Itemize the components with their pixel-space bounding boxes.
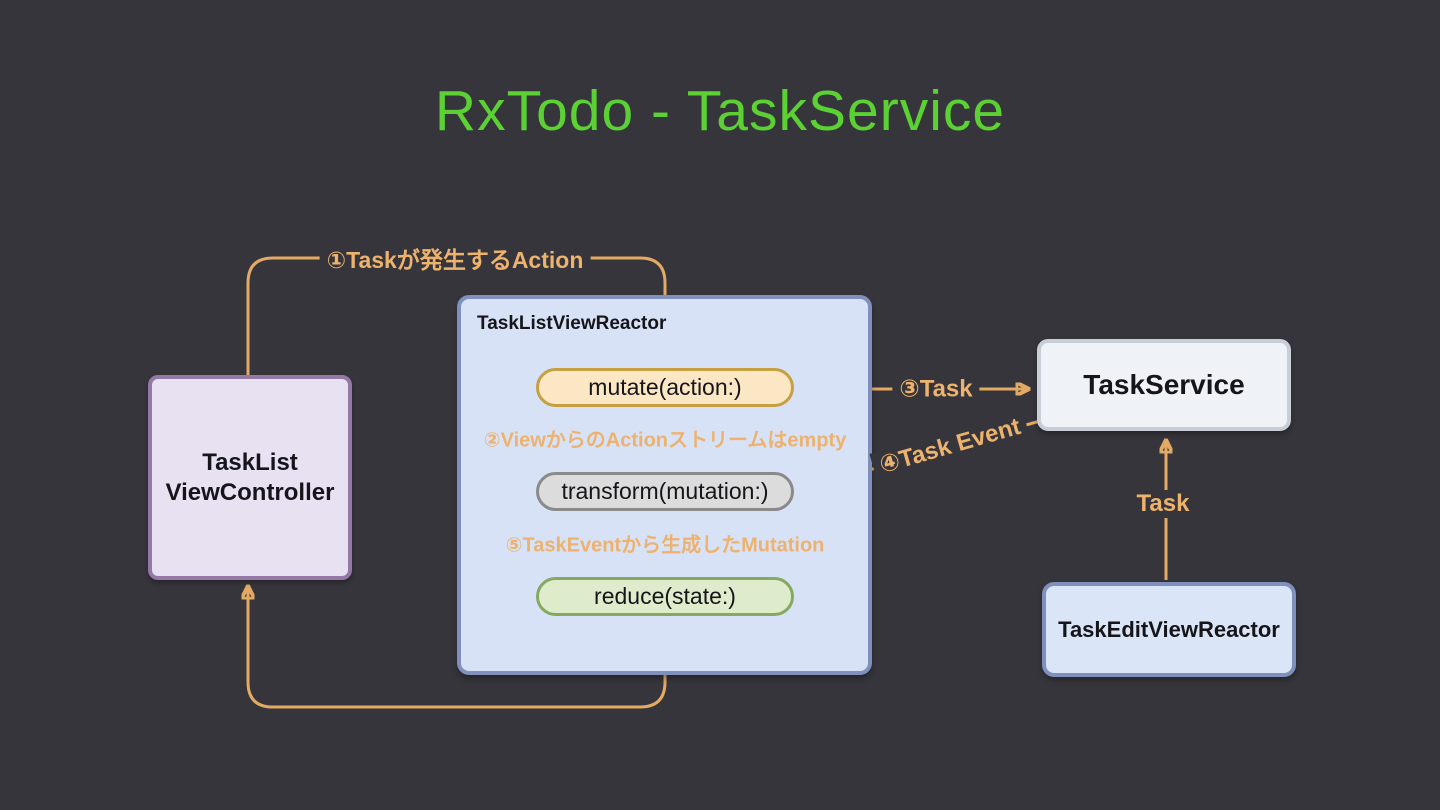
node-tasklist-viewcontroller-label-line2: ViewController [165,478,335,506]
node-taskedit-viewreactor-label: TaskEditViewReactor [1058,616,1280,642]
node-reduce-state-label: reduce(state:) [594,583,736,609]
node-reduce-state: reduce(state:) [536,577,794,616]
node-tasklist-viewcontroller: TaskList ViewController [148,375,352,580]
page-title: RxTodo - TaskService [434,79,1006,143]
edge-label-edit-task: Task [1129,490,1197,518]
node-transform-mutation: transform(mutation:) [536,472,794,511]
edge-label-step2-empty-stream: ②ViewからのActionストリームはempty [476,423,854,453]
node-taskservice-label: TaskService [1083,369,1245,400]
node-tasklist-viewreactor-label: TaskListViewReactor [477,313,667,334]
edge-label-step3-task: ③Task [892,374,980,404]
edge-label-step1-action: ①Taskが発生するAction [319,241,591,275]
node-tasklist-viewcontroller-label-line1: TaskList [202,448,298,476]
node-mutate-action: mutate(action:) [536,368,794,407]
node-transform-mutation-label: transform(mutation:) [561,478,769,504]
arrow-reduce-loop-to-viewcontroller [248,587,667,709]
node-taskedit-viewreactor: TaskEditViewReactor [1042,582,1296,677]
node-mutate-action-label: mutate(action:) [588,374,742,400]
node-taskservice: TaskService [1037,339,1291,431]
edge-label-step5-mutation: ⑤TaskEventから生成したMutation [498,528,832,558]
